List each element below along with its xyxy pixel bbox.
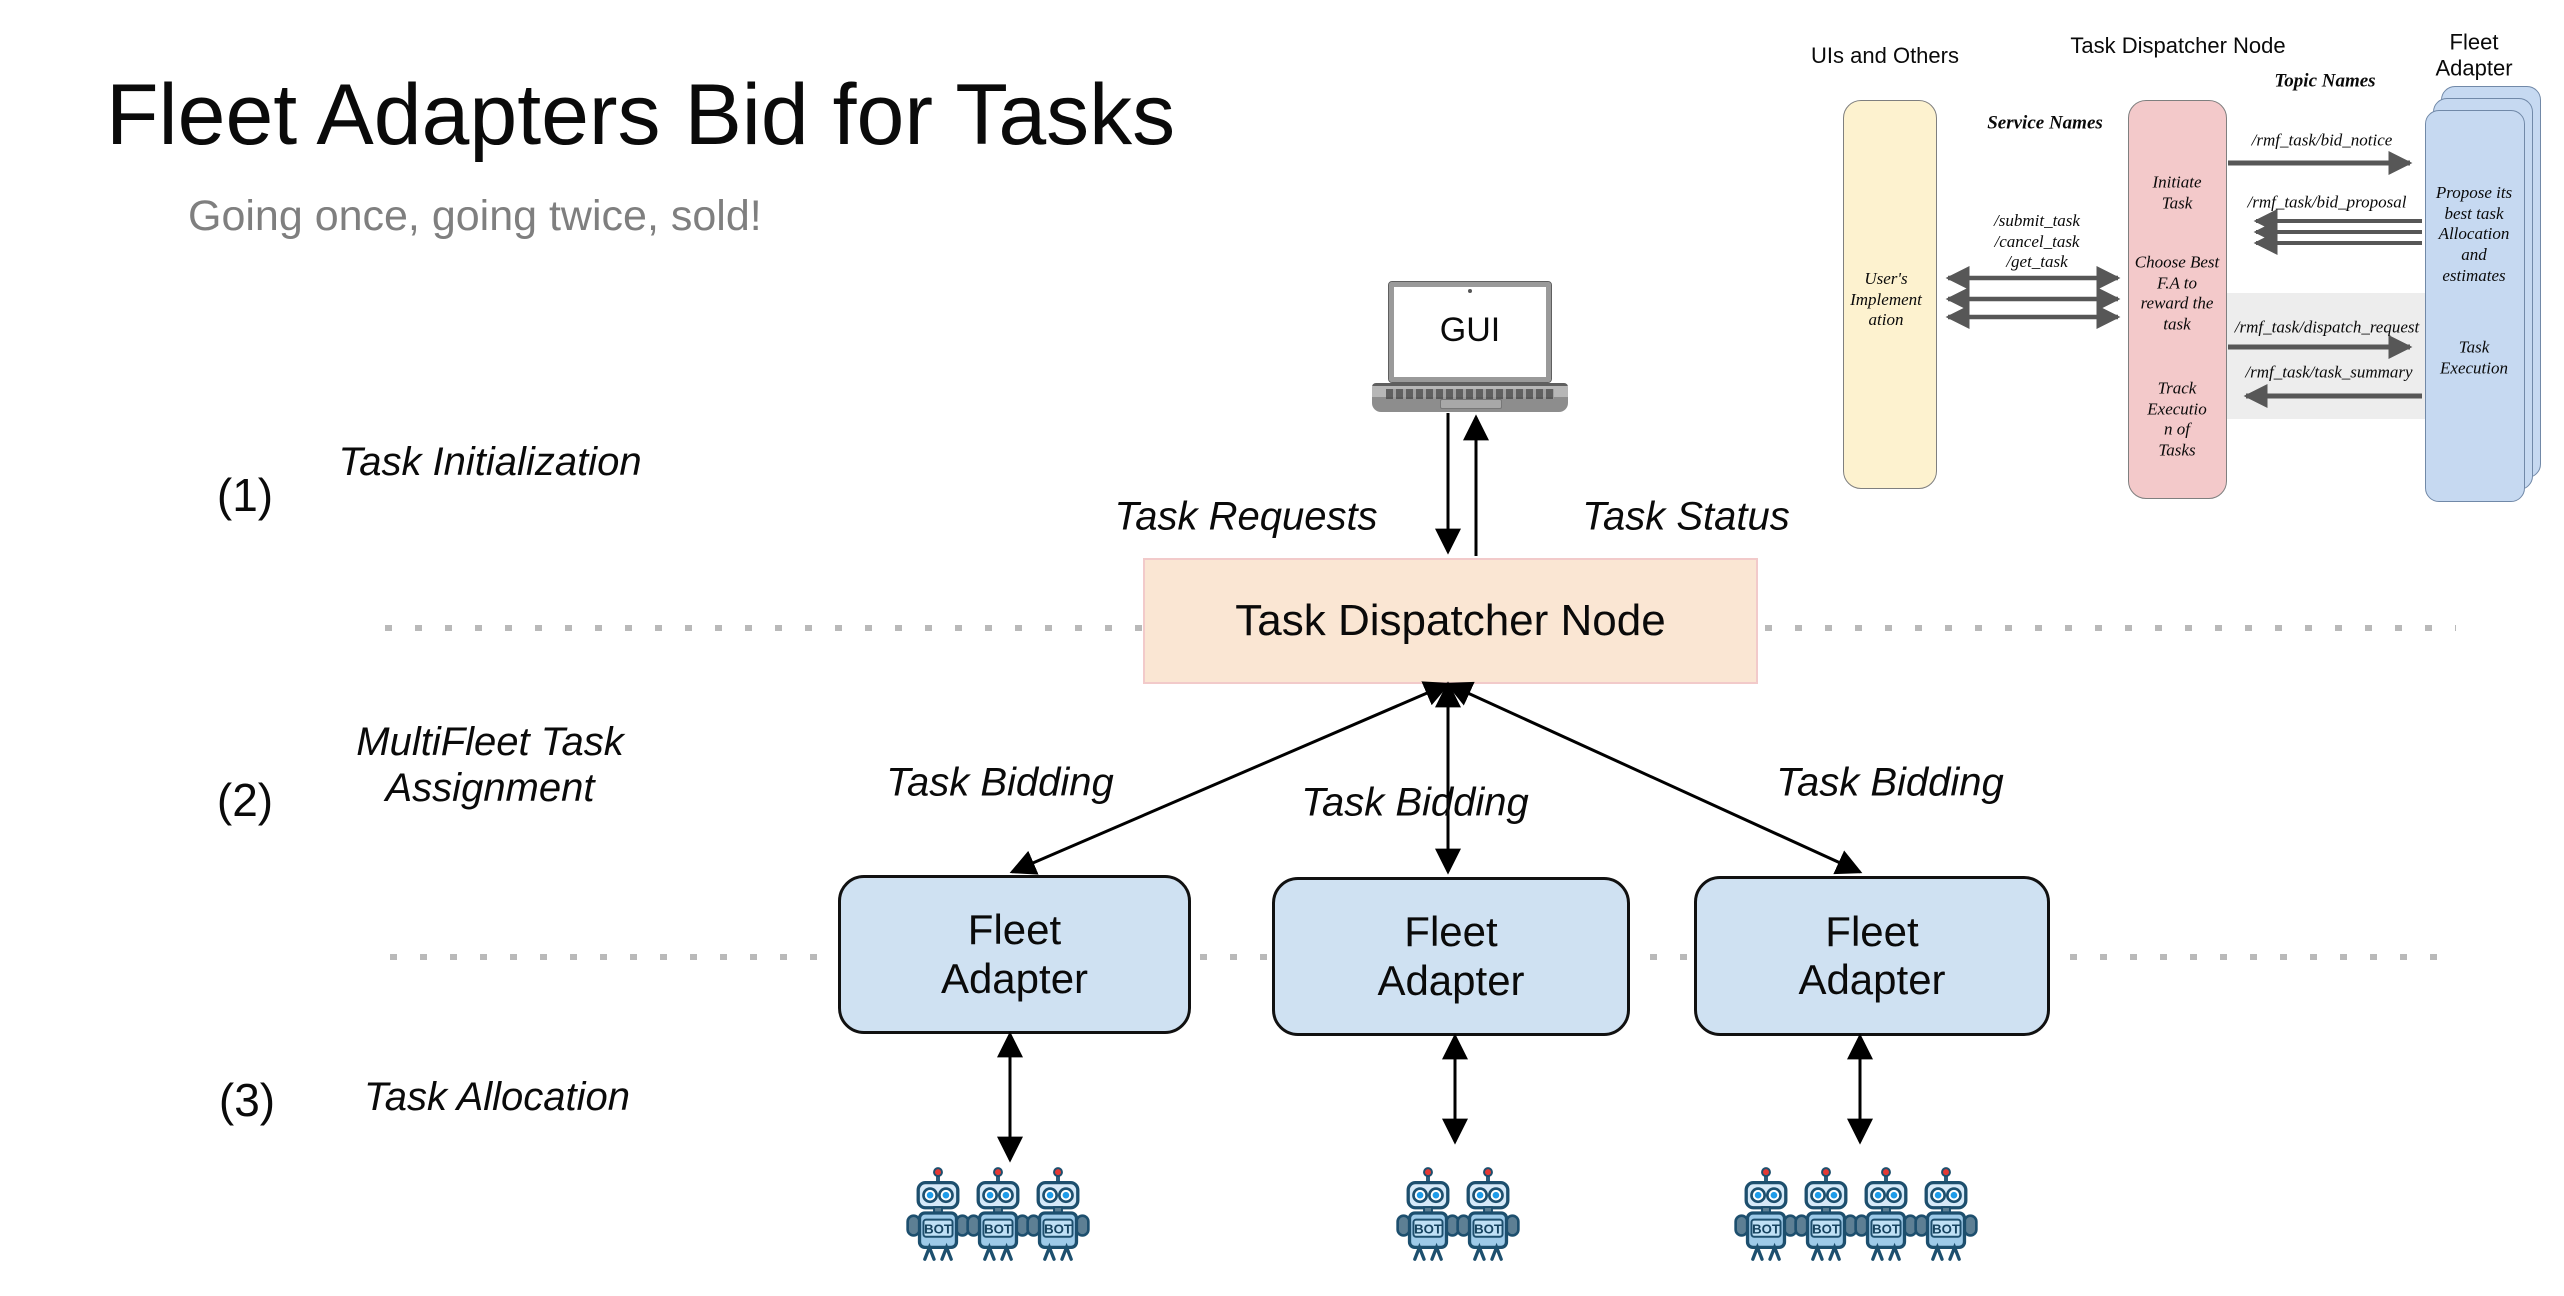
robot-icon: BOT — [1456, 1167, 1520, 1261]
topic-names-label: Topic Names — [2274, 70, 2376, 92]
step-2-label: MultiFleet Task Assignment — [356, 720, 624, 810]
task-bidding-label-left: Task Bidding — [886, 760, 1114, 805]
fleet-adapter-box-middle: Fleet Adapter — [1272, 877, 1630, 1036]
step-3-label: Task Allocation — [363, 1075, 631, 1119]
task-dispatcher-node-label: Task Dispatcher Node — [1235, 596, 1666, 645]
gui-label: GUI — [1439, 311, 1501, 349]
svg-text:BOT: BOT — [1932, 1221, 1960, 1236]
users-implementation-label: User's Implement ation — [1850, 268, 1922, 330]
inset-header-fleet: Fleet Adapter — [2435, 29, 2513, 81]
inset-uis-column — [1843, 100, 1937, 489]
inset-gray-band — [2225, 293, 2425, 419]
svg-text:BOT: BOT — [924, 1221, 952, 1236]
track-execution-label: Track Executio n of Tasks — [2147, 378, 2207, 460]
robot-icon: BOT — [1854, 1167, 1918, 1261]
svg-text:BOT: BOT — [1474, 1221, 1502, 1236]
topic-task-summary-label: /rmf_task/task_summary — [2245, 362, 2413, 382]
choose-best-fa-label: Choose Best F.A to reward the task — [2134, 252, 2220, 334]
laptop-base — [1372, 383, 1568, 412]
laptop-touchpad — [1440, 399, 1502, 409]
task-bidding-label-right: Task Bidding — [1776, 760, 2004, 805]
gui-laptop-icon: GUI — [1372, 281, 1568, 412]
task-execution-label: Task Execution — [2440, 337, 2508, 377]
robot-icon: BOT — [1026, 1167, 1090, 1261]
fleet-adapter-box-left: Fleet Adapter — [838, 875, 1191, 1034]
robot-icon: BOT — [966, 1167, 1030, 1261]
robot-icon: BOT — [1396, 1167, 1460, 1261]
laptop-webcam-dot — [1468, 289, 1472, 293]
service-call-names: /submit_task /cancel_task /get_task — [1994, 210, 2080, 272]
svg-text:BOT: BOT — [1812, 1221, 1840, 1236]
robot-icon: BOT — [1734, 1167, 1798, 1261]
step-3-number: (3) — [218, 1074, 276, 1126]
page-subtitle: Going once, going twice, sold! — [188, 192, 762, 240]
laptop-keyboard — [1386, 389, 1554, 399]
robot-fleet-middle: BOT BOT — [1395, 1165, 1521, 1265]
topic-dispatch-request-label: /rmf_task/dispatch_request — [2234, 317, 2420, 337]
robot-fleet-right: BOT BOT BOT BOT — [1733, 1165, 1979, 1265]
initiate-task-label: Initiate Task — [2152, 172, 2202, 212]
step-1-label: Task Initialization — [338, 440, 642, 484]
svg-text:BOT: BOT — [1414, 1221, 1442, 1236]
task-requests-label: Task Requests — [1114, 494, 1378, 539]
propose-allocation-label: Propose its best task Allocation and est… — [2435, 183, 2513, 286]
step-2-number: (2) — [216, 774, 274, 826]
topic-bid-proposal-label: /rmf_task/bid_proposal — [2247, 192, 2407, 212]
step-1-number: (1) — [216, 469, 274, 521]
inset-header-uis: UIs and Others — [1811, 42, 1959, 68]
topic-bid-notice-label: /rmf_task/bid_notice — [2251, 130, 2393, 150]
robot-icon: BOT — [906, 1167, 970, 1261]
laptop-screen: GUI — [1388, 281, 1552, 383]
service-names-label: Service Names — [1987, 112, 2103, 134]
svg-text:BOT: BOT — [1752, 1221, 1780, 1236]
fleet-adapter-box-right: Fleet Adapter — [1694, 876, 2050, 1036]
inset-dispatcher-column — [2128, 100, 2227, 499]
svg-text:BOT: BOT — [1872, 1221, 1900, 1236]
robot-icon: BOT — [1794, 1167, 1858, 1261]
inset-fleet-card-front — [2425, 110, 2525, 502]
svg-text:BOT: BOT — [1044, 1221, 1072, 1236]
robot-fleet-left: BOT BOT BOT — [905, 1165, 1091, 1265]
page-title: Fleet Adapters Bid for Tasks — [106, 67, 1176, 163]
svg-text:BOT: BOT — [984, 1221, 1012, 1236]
robot-icon: BOT — [1914, 1167, 1978, 1261]
task-dispatcher-node-box: Task Dispatcher Node — [1143, 558, 1758, 684]
inset-header-dispatcher: Task Dispatcher Node — [2070, 32, 2286, 58]
task-status-label: Task Status — [1582, 494, 1790, 539]
task-bidding-label-middle: Task Bidding — [1301, 780, 1529, 825]
